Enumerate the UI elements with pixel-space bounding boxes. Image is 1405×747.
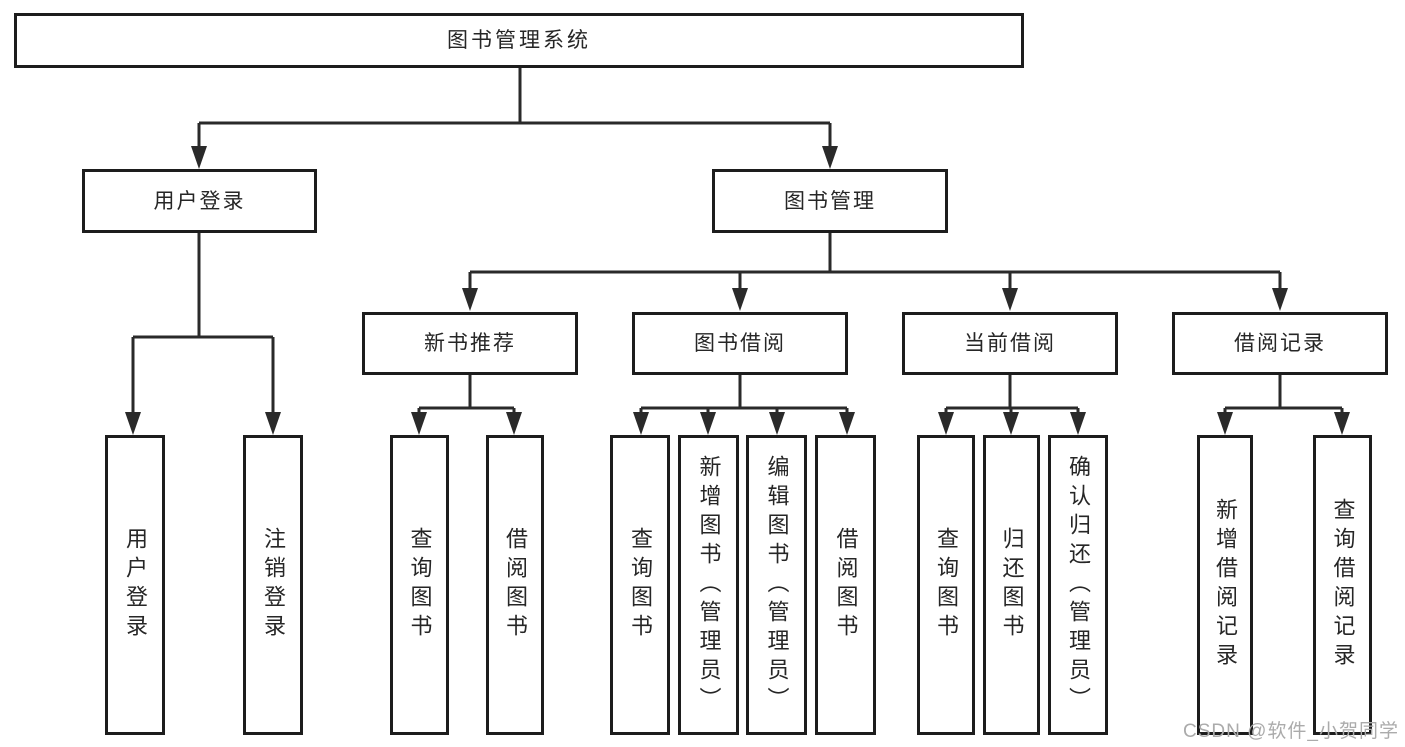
node-leaf-cb-confirm-return-admin: 确认归还（管理员）: [1048, 435, 1108, 735]
node-leaf-nb-query-books: 查询图书: [390, 435, 449, 735]
arrowhead-br-query: [1334, 412, 1350, 435]
node-root: 图书管理系统: [14, 13, 1024, 68]
node-new-book-recommend: 新书推荐: [362, 312, 578, 375]
arrowhead-cb-return: [1003, 412, 1019, 435]
node-leaf-bb-query-books: 查询图书: [610, 435, 670, 735]
arrowhead-borrow-records: [1272, 288, 1288, 311]
arrowhead-current-borrow: [1002, 288, 1018, 311]
arrowhead-login-leaf: [125, 412, 141, 435]
node-book-management: 图书管理: [712, 169, 948, 233]
arrowhead-book-management: [822, 146, 838, 169]
node-leaf-br-query-record: 查询借阅记录: [1313, 435, 1372, 735]
arrowhead-new-book: [462, 288, 478, 311]
node-leaf-cb-query-books: 查询图书: [917, 435, 975, 735]
node-leaf-user-login: 用户登录: [105, 435, 165, 735]
node-user-login: 用户登录: [82, 169, 317, 233]
arrowhead-nb-query: [411, 412, 427, 435]
arrowhead-bb-query: [633, 412, 649, 435]
node-book-borrow: 图书借阅: [632, 312, 848, 375]
node-leaf-br-add-record: 新增借阅记录: [1197, 435, 1253, 735]
watermark: CSDN @软件_小贺同学: [1183, 721, 1399, 742]
node-leaf-bb-add-books-admin: 新增图书（管理员）: [678, 435, 739, 735]
arrowhead-br-add: [1217, 412, 1233, 435]
arrowhead-book-borrow: [732, 288, 748, 311]
node-leaf-logout: 注销登录: [243, 435, 303, 735]
node-borrow-records: 借阅记录: [1172, 312, 1388, 375]
arrowhead-cb-query: [938, 412, 954, 435]
arrowhead-bb-add: [700, 412, 716, 435]
arrowhead-logout-leaf: [265, 412, 281, 435]
node-leaf-cb-return-books: 归还图书: [983, 435, 1040, 735]
arrowhead-bb-borrow: [839, 412, 855, 435]
node-leaf-bb-edit-books-admin: 编辑图书（管理员）: [746, 435, 807, 735]
arrowhead-nb-borrow: [506, 412, 522, 435]
node-leaf-nb-borrow-books: 借阅图书: [486, 435, 544, 735]
arrowhead-bb-edit: [769, 412, 785, 435]
node-current-borrow: 当前借阅: [902, 312, 1118, 375]
arrowhead-cb-confirm: [1070, 412, 1086, 435]
node-leaf-bb-borrow-books: 借阅图书: [815, 435, 876, 735]
arrowhead-user-login: [191, 146, 207, 169]
